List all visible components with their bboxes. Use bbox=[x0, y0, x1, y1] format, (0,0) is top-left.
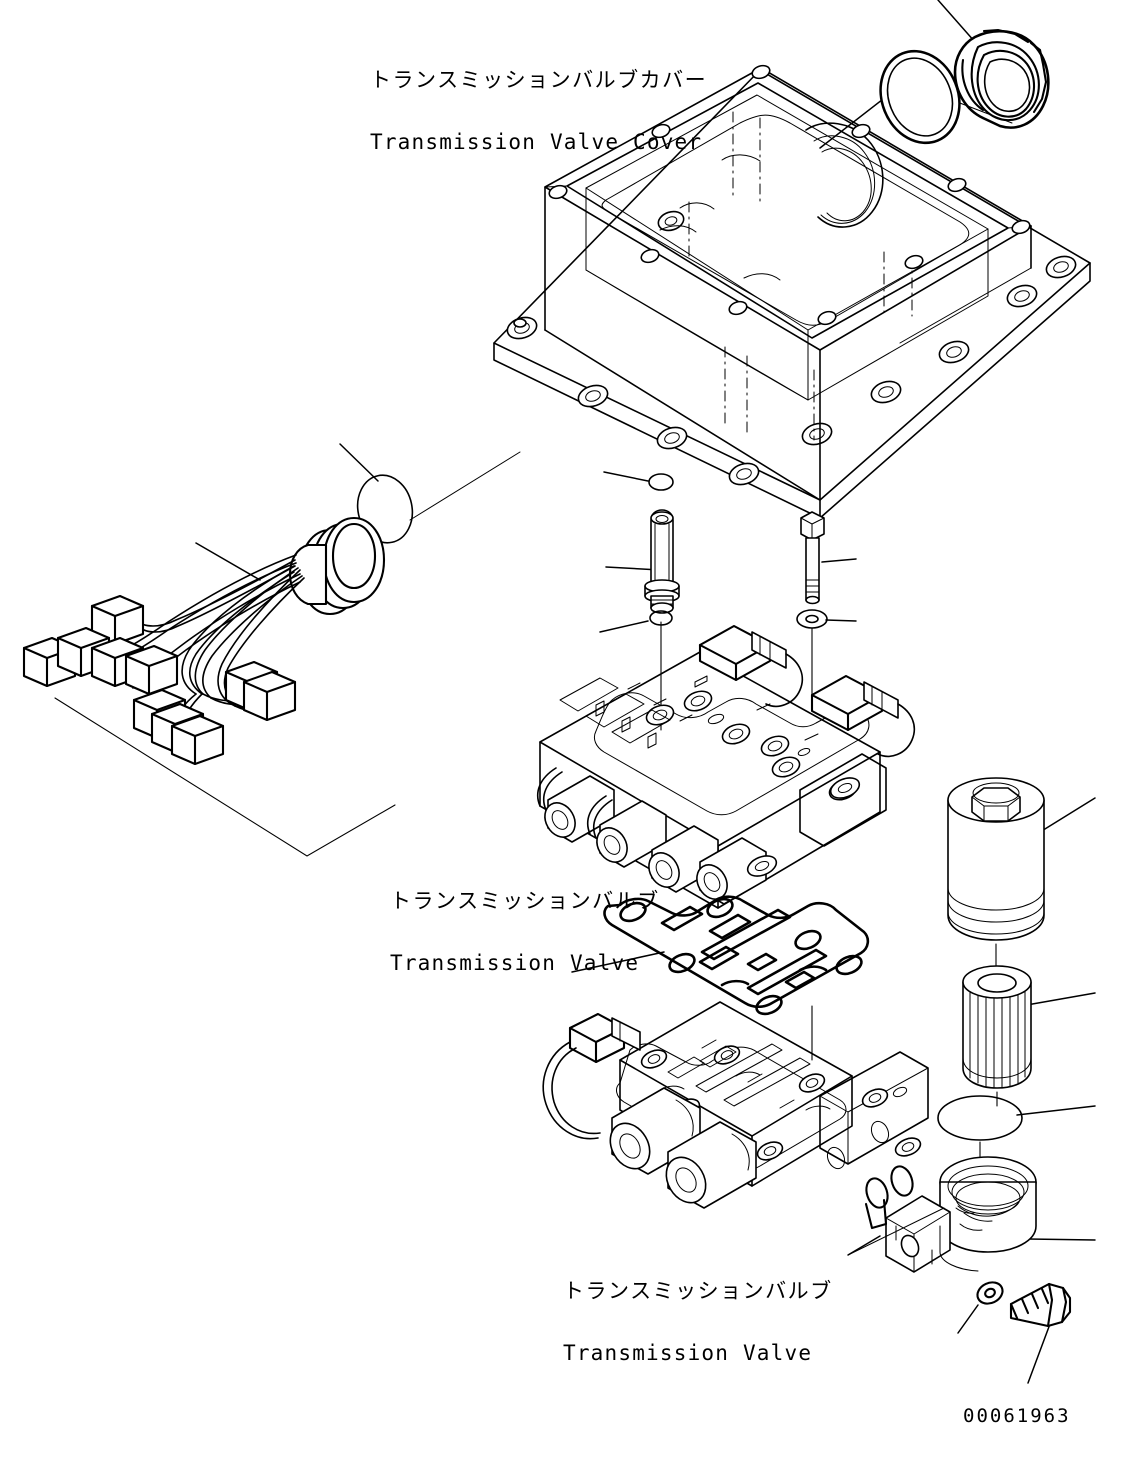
seal-small-group bbox=[847, 1165, 945, 1256]
transmission-valve-cover-housing bbox=[493, 64, 1091, 519]
harness-connector-block bbox=[22, 626, 179, 696]
caption-jp: トランスミッションバルブ bbox=[390, 888, 660, 913]
solenoid-coil bbox=[665, 1121, 757, 1209]
harness-bulkhead-grommet bbox=[288, 516, 386, 616]
valve-connector bbox=[542, 1012, 641, 1140]
threaded-collar-nut bbox=[937, 0, 1050, 129]
hex-bolt-upper-group bbox=[796, 511, 857, 701]
transmission-valve-body-lower bbox=[542, 1001, 929, 1209]
caption-jp: トランスミッションバルブ bbox=[563, 1278, 833, 1303]
caption-jp: トランスミッションバルブカバー bbox=[370, 67, 708, 92]
flange-bolt-holes bbox=[506, 210, 1077, 486]
caption-transmission-valve-lower: トランスミッションバルブ Transmission Valve bbox=[563, 1241, 833, 1404]
solenoid-valve bbox=[810, 674, 916, 758]
filter-housing-cap bbox=[947, 777, 1096, 969]
filter-element bbox=[962, 965, 1096, 1107]
transmission-valve-body-upper bbox=[536, 624, 916, 909]
wiring-harness-assembly bbox=[22, 516, 396, 857]
o-ring-filter-base bbox=[937, 1095, 1096, 1161]
valve-spool-bores bbox=[559, 677, 693, 749]
solenoid-valve bbox=[698, 624, 804, 708]
caption-transmission-valve-cover: トランスミッションバルブカバー Transmission Valve Cover bbox=[370, 30, 707, 193]
valve-spool-caps bbox=[544, 775, 767, 905]
caption-transmission-valve-upper: トランスミッションバルブ Transmission Valve bbox=[390, 851, 660, 1014]
washer-lower bbox=[957, 1281, 1004, 1334]
harness-connector-block bbox=[224, 660, 297, 722]
caption-en: Transmission Valve Cover bbox=[370, 130, 703, 155]
hex-bolt-lower bbox=[1009, 1282, 1072, 1384]
o-ring-collar bbox=[819, 49, 1013, 149]
drawing-number: 00061963 bbox=[963, 1405, 1071, 1427]
filter-base-housing bbox=[847, 1156, 1096, 1384]
relief-valve-plug-group bbox=[599, 471, 680, 731]
caption-en: Transmission Valve bbox=[563, 1341, 813, 1366]
separator-plate-gasket bbox=[571, 895, 870, 1016]
caption-en: Transmission Valve bbox=[390, 951, 640, 976]
harness-connector-block bbox=[132, 688, 225, 766]
o-ring-cover-port bbox=[339, 443, 521, 544]
